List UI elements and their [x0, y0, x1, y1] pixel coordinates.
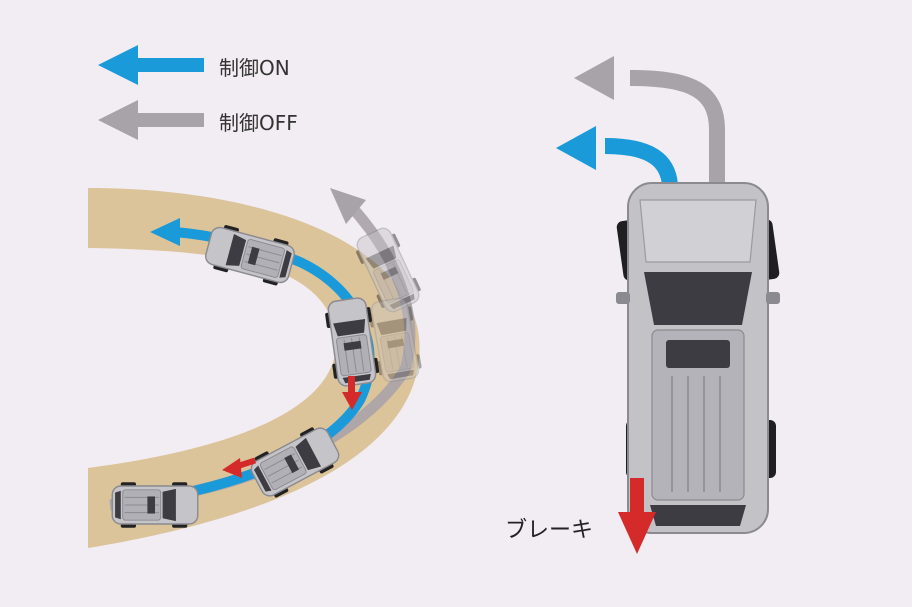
on-trajectory-arrowhead-icon: [150, 218, 180, 246]
brake-arrow-small-1-icon: [222, 458, 242, 478]
legend-on-label: 制御ON: [219, 56, 290, 80]
legend-off-arrow-icon: [98, 100, 204, 140]
legend-on-arrow-icon: [98, 45, 204, 85]
large-car-top-view: [616, 182, 780, 534]
car-1: [111, 481, 199, 529]
off-trajectory-arrowhead-icon: [330, 188, 366, 224]
right-on-arrow: [604, 138, 678, 187]
brake-label: ブレーキ: [505, 518, 594, 543]
legend-off-label: 制御OFF: [219, 111, 298, 135]
right-on-arrowhead-icon: [556, 126, 596, 170]
right-off-arrowhead-icon: [574, 56, 614, 100]
brake-arrow-icon: [618, 478, 656, 554]
right-off-arrow: [629, 70, 725, 185]
brake-arrow-small-2-icon: [342, 392, 362, 410]
